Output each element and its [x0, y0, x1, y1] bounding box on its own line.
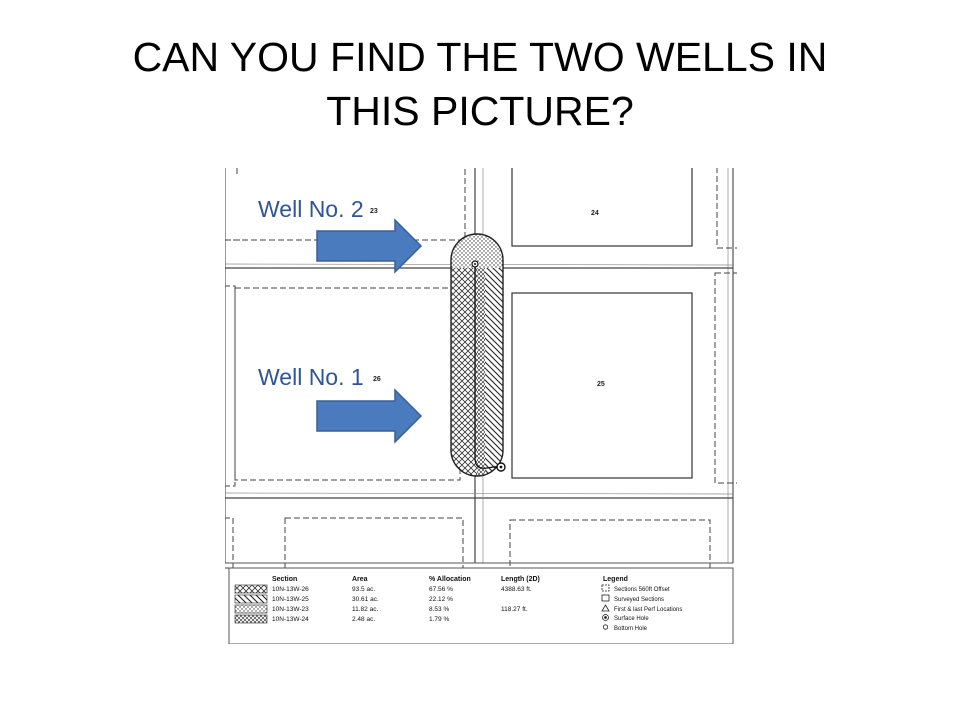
table-cell-area: 11.82 ac.	[352, 606, 378, 613]
legend-item: First & last Perf Locations	[614, 607, 682, 613]
table-header-area: Area	[352, 576, 368, 583]
legend-triangle-icon	[601, 604, 610, 612]
table-header-length: Length (2D)	[501, 576, 540, 583]
table-cell-length: 118.27 ft.	[501, 606, 528, 613]
arrow-shape	[316, 388, 423, 444]
well-2-label: Well No. 2	[258, 196, 364, 222]
table-cell-allocation: 22.12 %	[429, 596, 453, 603]
legend-dashed-box-icon	[601, 584, 610, 592]
surface-hole-marker	[471, 260, 479, 268]
section-number-26: 26	[373, 376, 381, 383]
well-2-arrow-icon	[316, 218, 423, 274]
table-cell-length: 4388.63 ft.	[501, 586, 532, 593]
section-number-23: 23	[370, 208, 378, 215]
table-cell-allocation: 1.79 %	[429, 616, 449, 623]
slide-title-line-2: THIS PICTURE?	[326, 88, 634, 134]
slide-title-line-1: CAN YOU FIND THE TWO WELLS IN	[132, 34, 828, 80]
section-swatches	[234, 584, 268, 624]
bottom-hole-marker	[496, 462, 506, 472]
map-frame	[225, 168, 734, 563]
table-header-allocation: % Allocation	[429, 576, 471, 583]
well-1-label: Well No. 1	[258, 364, 364, 390]
table-cell-area: 30.61 ac.	[352, 596, 379, 603]
legend-solid-box-icon	[601, 594, 610, 602]
legend-item: Bottom Hole	[614, 626, 648, 632]
section-number-labels: 23 24 26 25	[370, 208, 605, 388]
table-cell-section: 10N-13W-23	[272, 606, 309, 613]
swatch-section-24	[234, 614, 268, 624]
allocation-table: Section Area % Allocation Length (2D) Le…	[225, 562, 734, 644]
table-rows: 10N-13W-26 93.5 ac. 67.56 % 4388.63 ft. …	[272, 586, 532, 623]
arrow-shape	[316, 218, 423, 274]
table-row: 10N-13W-24 2.48 ac. 1.79 %	[272, 616, 449, 623]
legend-item: Sections 560ft Offset	[614, 587, 670, 593]
well-drainage-area	[450, 233, 504, 477]
surveyed-section-boxes	[511, 168, 693, 479]
table-row: 10N-13W-25 30.61 ac. 22.12 %	[272, 596, 453, 603]
legend-surface-hole-icon	[602, 614, 609, 621]
legend-surface-hole-dot-icon	[604, 616, 607, 619]
well-1-arrow-icon	[316, 388, 423, 444]
legend-item: Surface Hole	[614, 616, 649, 622]
table-header-legend: Legend	[603, 576, 628, 583]
legend-item: Surveyed Sections	[614, 597, 664, 603]
table-row: 10N-13W-26 93.5 ac. 67.56 % 4388.63 ft.	[272, 586, 532, 593]
table-cell-area: 93.5 ac.	[352, 586, 375, 593]
table-cell-section: 10N-13W-24	[272, 616, 309, 623]
legend-symbols	[601, 584, 610, 630]
swatch-section-26	[234, 584, 268, 594]
table-row: 10N-13W-23 11.82 ac. 8.53 % 118.27 ft.	[272, 606, 528, 613]
legend-items: Sections 560ft Offset Surveyed Sections …	[614, 587, 682, 632]
table-cell-section: 10N-13W-26	[272, 586, 309, 593]
table-cell-allocation: 67.56 %	[429, 586, 453, 593]
table-cell-section: 10N-13W-25	[272, 596, 309, 603]
plat-map-drawing: 23 24 26 25	[225, 168, 737, 644]
section-number-25: 25	[597, 381, 605, 388]
well-path	[474, 264, 501, 469]
table-header-section: Section	[272, 576, 297, 583]
swatch-section-23	[234, 604, 268, 614]
table-cell-area: 2.48 ac.	[352, 616, 375, 623]
section-number-24: 24	[591, 210, 599, 217]
swatch-section-25	[234, 594, 268, 604]
plat-map: 23 24 26 25	[225, 168, 737, 644]
legend-bottom-hole-icon	[602, 624, 609, 630]
table-cell-allocation: 8.53 %	[429, 606, 449, 613]
slide-title: CAN YOU FIND THE TWO WELLS IN THIS PICTU…	[60, 30, 900, 138]
